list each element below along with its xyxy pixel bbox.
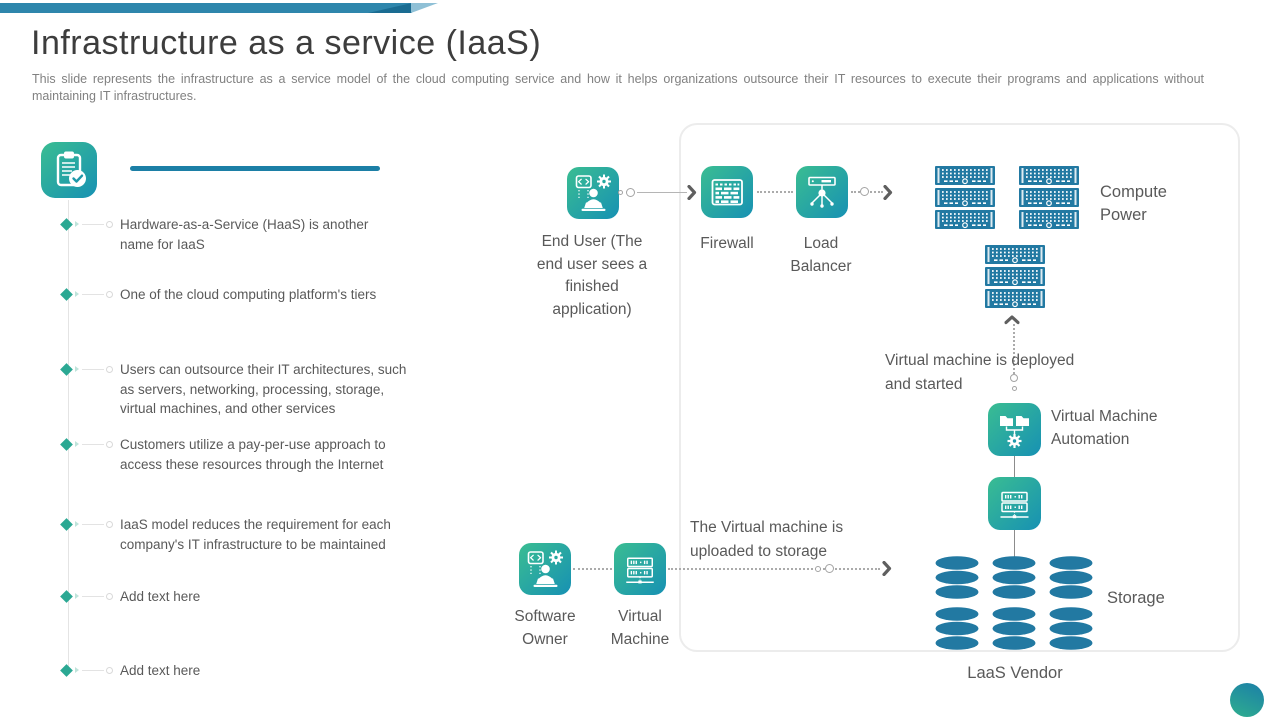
server-rack-icon bbox=[984, 245, 1046, 309]
diamond-bullet-icon bbox=[60, 664, 73, 677]
connector-dot bbox=[1010, 374, 1018, 382]
leader-dot-icon bbox=[106, 667, 113, 674]
chevron-icon bbox=[75, 521, 79, 527]
database-cylinder-icon bbox=[992, 607, 1036, 650]
load-balancer-label: Load Balancer bbox=[790, 235, 852, 275]
iaas-vendor-panel bbox=[679, 123, 1240, 652]
bullet-text: Users can outsource their IT architectur… bbox=[120, 362, 407, 416]
database-cylinder-icon bbox=[935, 556, 979, 599]
chevron-icon bbox=[75, 593, 79, 599]
database-cylinder-icon bbox=[1049, 607, 1093, 650]
connector-line bbox=[668, 568, 880, 570]
folders-gear-icon bbox=[988, 403, 1041, 456]
bullet-connector-line bbox=[68, 200, 69, 672]
connector-dot bbox=[815, 566, 821, 572]
server-rack-icon bbox=[1018, 166, 1080, 230]
server-rack-icon bbox=[934, 166, 996, 230]
leader-dot-icon bbox=[106, 221, 113, 228]
arrow-right-icon bbox=[883, 185, 893, 200]
vendor-label: LaaS Vendor bbox=[967, 664, 1063, 682]
database-cylinder-icon bbox=[992, 556, 1036, 599]
leader-line bbox=[82, 596, 104, 597]
page-subtitle: This slide represents the infrastructure… bbox=[32, 72, 1204, 103]
connector-line bbox=[757, 191, 793, 193]
list-item: Add text here bbox=[58, 587, 478, 647]
leader-dot-icon bbox=[106, 593, 113, 600]
accent-divider bbox=[130, 166, 380, 171]
connector-line bbox=[637, 192, 687, 193]
bullet-text: IaaS model reduces the requirement for e… bbox=[120, 517, 391, 552]
diamond-bullet-icon bbox=[60, 590, 73, 603]
leader-dot-icon bbox=[106, 291, 113, 298]
bullet-text: One of the cloud computing platform's ti… bbox=[120, 287, 377, 302]
user-laptop-icon bbox=[567, 167, 619, 219]
user-laptop-icon bbox=[519, 543, 571, 595]
chevron-icon bbox=[75, 366, 79, 372]
connector-line bbox=[1014, 530, 1015, 557]
bullet-text: Add text here bbox=[120, 589, 201, 604]
diamond-bullet-icon bbox=[60, 288, 73, 301]
chevron-icon bbox=[75, 441, 79, 447]
list-item: Hardware-as-a-Service (HaaS) is another … bbox=[58, 215, 478, 275]
arrow-up-icon bbox=[1004, 315, 1020, 325]
virtual-machine-label: Virtual Machine bbox=[610, 608, 670, 648]
connector-dot bbox=[1012, 386, 1017, 391]
end-user-label: End User (The end user sees a finished a… bbox=[536, 233, 648, 318]
leader-line bbox=[82, 224, 104, 225]
connector-dot bbox=[825, 564, 834, 573]
chevron-icon bbox=[75, 667, 79, 673]
connector-dot bbox=[860, 187, 869, 196]
diamond-bullet-icon bbox=[60, 438, 73, 451]
bullet-text: Hardware-as-a-Service (HaaS) is another … bbox=[120, 217, 369, 252]
vm-deployed-note: Virtual machine is deployed and started bbox=[885, 352, 1075, 393]
database-cylinder-icon bbox=[935, 607, 979, 650]
arrow-right-icon bbox=[687, 185, 697, 200]
connector-dot bbox=[618, 190, 623, 195]
diamond-bullet-icon bbox=[60, 518, 73, 531]
leader-dot-icon bbox=[106, 441, 113, 448]
leader-line bbox=[82, 369, 104, 370]
compute-power-label: Compute Power bbox=[1100, 183, 1167, 224]
server-icon bbox=[614, 543, 666, 595]
connector-line bbox=[1014, 456, 1015, 478]
connector-line bbox=[1013, 324, 1015, 374]
top-accent-bar-tail bbox=[411, 3, 438, 13]
firewall-label: Firewall bbox=[700, 235, 754, 252]
list-item: IaaS model reduces the requirement for e… bbox=[58, 515, 478, 575]
diamond-bullet-icon bbox=[60, 218, 73, 231]
firewall-brick-icon bbox=[701, 166, 753, 218]
leader-line bbox=[82, 294, 104, 295]
list-item: One of the cloud computing platform's ti… bbox=[58, 285, 478, 345]
bullet-text: Customers utilize a pay-per-use approach… bbox=[120, 437, 386, 472]
software-owner-label: Software Owner bbox=[514, 608, 576, 648]
chevron-icon bbox=[75, 221, 79, 227]
top-accent-bar bbox=[0, 3, 412, 13]
database-cylinder-icon bbox=[1049, 556, 1093, 599]
leader-line bbox=[82, 670, 104, 671]
leader-line bbox=[82, 524, 104, 525]
leader-dot-icon bbox=[106, 366, 113, 373]
clipboard-check-icon bbox=[41, 142, 97, 198]
vm-upload-note: The Virtual machine is uploaded to stora… bbox=[690, 519, 844, 560]
page-title: Infrastructure as a service (IaaS) bbox=[31, 24, 542, 62]
connector-dot bbox=[626, 188, 635, 197]
diamond-bullet-icon bbox=[60, 363, 73, 376]
list-item: Customers utilize a pay-per-use approach… bbox=[58, 435, 478, 495]
bullet-text: Add text here bbox=[120, 663, 201, 678]
connector-line bbox=[573, 568, 612, 570]
server-icon bbox=[988, 477, 1041, 530]
list-item: Users can outsource their IT architectur… bbox=[58, 360, 478, 420]
arrow-right-icon bbox=[882, 561, 892, 576]
leader-line bbox=[82, 444, 104, 445]
storage-label: Storage bbox=[1107, 589, 1165, 607]
load-balancer-icon bbox=[796, 166, 848, 218]
list-item: Add text here bbox=[58, 661, 478, 721]
chevron-icon bbox=[75, 291, 79, 297]
top-accent-bar-tip bbox=[368, 3, 412, 13]
vm-automation-label: Virtual Machine Automation bbox=[1051, 408, 1158, 448]
leader-dot-icon bbox=[106, 521, 113, 528]
corner-accent-circle bbox=[1230, 683, 1264, 717]
